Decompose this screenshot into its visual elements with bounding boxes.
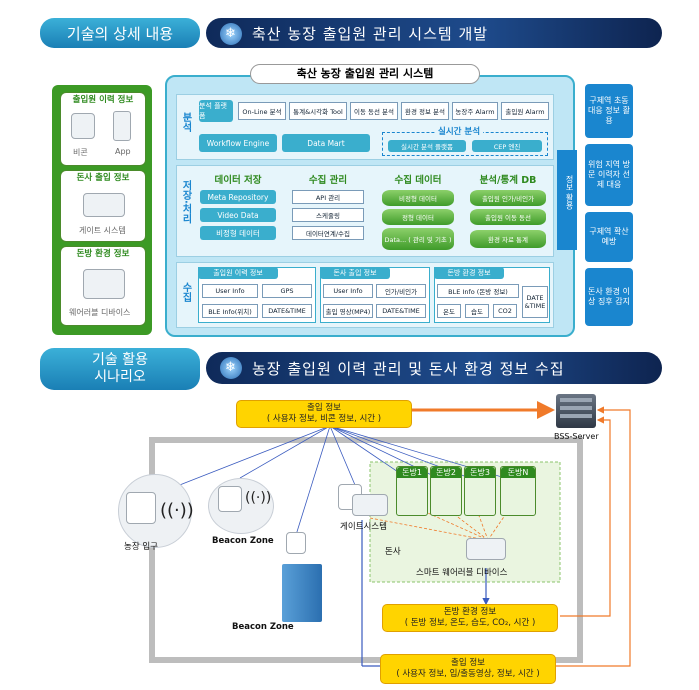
server-label: BSS-Server <box>554 432 599 441</box>
collected-data-basic: Data... ( 관리 및 기초 ) <box>382 228 454 250</box>
info-use-bar <box>557 150 577 250</box>
collect-ble-pen: BLE Info (돈방 정보) <box>437 284 519 298</box>
storage-label: 저장·처리 <box>180 180 191 224</box>
collect-label: 수집 <box>180 282 191 302</box>
storage-group-title: 수집 관리 <box>308 175 348 186</box>
card-title: 돈방 환경 정보 <box>76 249 130 259</box>
snowflake-icon: ❄ <box>220 357 242 379</box>
realtime-platform: 실시간 분석 플랫폼 <box>388 140 466 152</box>
realtime-title: 실시간 분석 <box>435 125 484 137</box>
building-icon <box>282 564 322 622</box>
snowflake-icon: ❄ <box>220 23 242 45</box>
video-data: Video Data <box>200 208 276 222</box>
pen-env-info-box: 돈방 환경 정보 ( 돈방 정보, 온도, 습도, CO₂, 시간 ) <box>382 604 558 632</box>
wearable-device-icon <box>466 538 506 560</box>
api-management: API 관리 <box>292 190 364 204</box>
beacon-label: 비콘 <box>73 148 88 157</box>
barn-label: 돈사 <box>385 547 401 557</box>
beacon-device-icon <box>218 486 242 512</box>
pen-n: 돈방N <box>500 466 536 516</box>
storage-group-title: 데이터 저장 <box>214 175 262 186</box>
right-panel-env-anomaly: 돈사 환경 이상 징후 감지 <box>585 268 633 326</box>
collected-structured: 정형 데이터 <box>382 209 454 225</box>
beacon-device-icon <box>286 532 306 554</box>
tool-movement: 이동 동선 분석 <box>350 102 398 120</box>
data-mart: Data Mart <box>282 134 370 152</box>
right-panel-fmd-initial: 구제역 초동 대응 정보 활용 <box>585 84 633 138</box>
meta-repository: Meta Repository <box>200 190 276 204</box>
card-title: 출입원 이력 정보 <box>72 95 134 105</box>
section-banner-development: ❄ 축산 농장 출입원 관리 시스템 개발 <box>206 18 662 48</box>
collect-co2: CO2 <box>493 304 517 318</box>
collect-video: 출입 영상(MP4) <box>323 304 373 318</box>
scheduling: 스케줄링 <box>292 208 364 222</box>
section-tag-details: 기술의 상세 내용 <box>40 18 200 48</box>
data-link-collect: 데이터연계/수집 <box>292 226 364 240</box>
section-banner-scenario: ❄ 농장 출입원 이력 관리 및 돈사 환경 정보 수집 <box>206 352 662 384</box>
beacon-zone-label: Beacon Zone <box>212 536 274 546</box>
storage-group-title: 분석/통계 DB <box>479 175 537 186</box>
collect-group-title: 돈방 환경 정보 <box>434 267 504 279</box>
info-use-label: 정보 활용 <box>565 175 574 210</box>
tool-online: On-Line 분석 <box>238 102 286 120</box>
workflow-engine: Workflow Engine <box>199 134 277 152</box>
card-title: 돈사 출입 정보 <box>76 173 130 183</box>
wearable-label: 웨어러블 디바이스 <box>69 308 131 317</box>
signal-icon: ((·)) <box>160 500 194 521</box>
beacon-zone-label: Beacon Zone <box>232 622 294 632</box>
right-panel-fmd-prevent: 구제역 확산 예방 <box>585 212 633 262</box>
collect-temperature: 온도 <box>437 304 461 318</box>
collect-datetime: DATE&TIME <box>376 304 426 318</box>
gate-system-label: 게이트시스템 <box>340 522 387 532</box>
phone-app-icon <box>113 111 131 141</box>
collect-datetime: DATE &TIME <box>522 286 548 318</box>
db-authorized: 출입원 인가/비인가 <box>470 190 546 206</box>
db-movement: 출입원 이동 동선 <box>470 209 546 225</box>
entry-info-box-bottom: 출입 정보 ( 사용자 정보, 입/출동영상, 정보, 시간 ) <box>380 654 556 684</box>
tool-stats: 통계&시각화 Tool <box>289 102 347 120</box>
collect-user-info: User Info <box>323 284 373 298</box>
db-env-stats: 환경 자료 통계 <box>470 230 546 248</box>
storage-group-title: 수집 데이터 <box>394 175 442 186</box>
tool-visitor-alarm: 출입원 Alarm <box>501 102 549 120</box>
left-card-visitor-history: 출입원 이력 정보 비콘 App <box>60 92 146 166</box>
unstructured-data: 비정형 데이터 <box>200 226 276 240</box>
left-card-barn-access: 돈사 출입 정보 게이트 시스템 <box>60 170 146 242</box>
analysis-label: 분석 <box>180 112 191 132</box>
wearable-device-icon <box>83 269 125 299</box>
collected-unstructured: 비정형 데이터 <box>382 190 454 206</box>
collect-authorized: 인가/비인가 <box>376 284 426 298</box>
farm-entrance-label: 농장 입구 <box>124 542 158 552</box>
collect-group-title: 돈사 출입 정보 <box>320 267 390 279</box>
signal-icon: ((·)) <box>245 490 272 506</box>
collect-user-info: User Info <box>202 284 258 298</box>
gate-system-label: 게이트 시스템 <box>79 226 126 235</box>
beacon-device-icon <box>71 113 95 139</box>
left-card-pen-environment: 돈방 환경 정보 웨어러블 디바이스 <box>60 246 146 326</box>
collect-humidity: 습도 <box>465 304 489 318</box>
gate-camera-icon <box>352 494 388 516</box>
collect-ble-location: BLE Info(위치) <box>202 304 258 318</box>
collect-group-title: 출입원 이력 정보 <box>198 267 278 279</box>
collect-datetime: DATE&TIME <box>262 304 312 318</box>
section-tag-scenario: 기술 활용 시나리오 <box>40 348 200 390</box>
pen-2: 돈방2 <box>430 466 462 516</box>
pen-3: 돈방3 <box>464 466 496 516</box>
tool-owner-alarm: 농장주 Alarm <box>452 102 498 120</box>
beacon-device-icon <box>126 492 156 524</box>
right-panel-risk-visitor: 위험 지역 방문 이력자 선제 대응 <box>585 144 633 206</box>
server-icon <box>556 394 596 428</box>
app-label: App <box>115 147 131 156</box>
tool-env: 환경 정보 분석 <box>401 102 449 120</box>
analysis-platform: 분석 플랫폼 <box>199 100 233 122</box>
entry-info-box-top: 출입 정보 ( 사용자 정보, 비콘 정보, 시간 ) <box>236 400 412 428</box>
cep-engine: CEP 엔진 <box>472 140 542 152</box>
gate-system-icon <box>83 193 125 217</box>
collect-gps: GPS <box>262 284 312 298</box>
system-title: 축산 농장 출입원 관리 시스템 <box>250 64 480 84</box>
pen-1: 돈방1 <box>396 466 428 516</box>
wearable-label: 스마트 웨어러블 디바이스 <box>416 568 508 578</box>
